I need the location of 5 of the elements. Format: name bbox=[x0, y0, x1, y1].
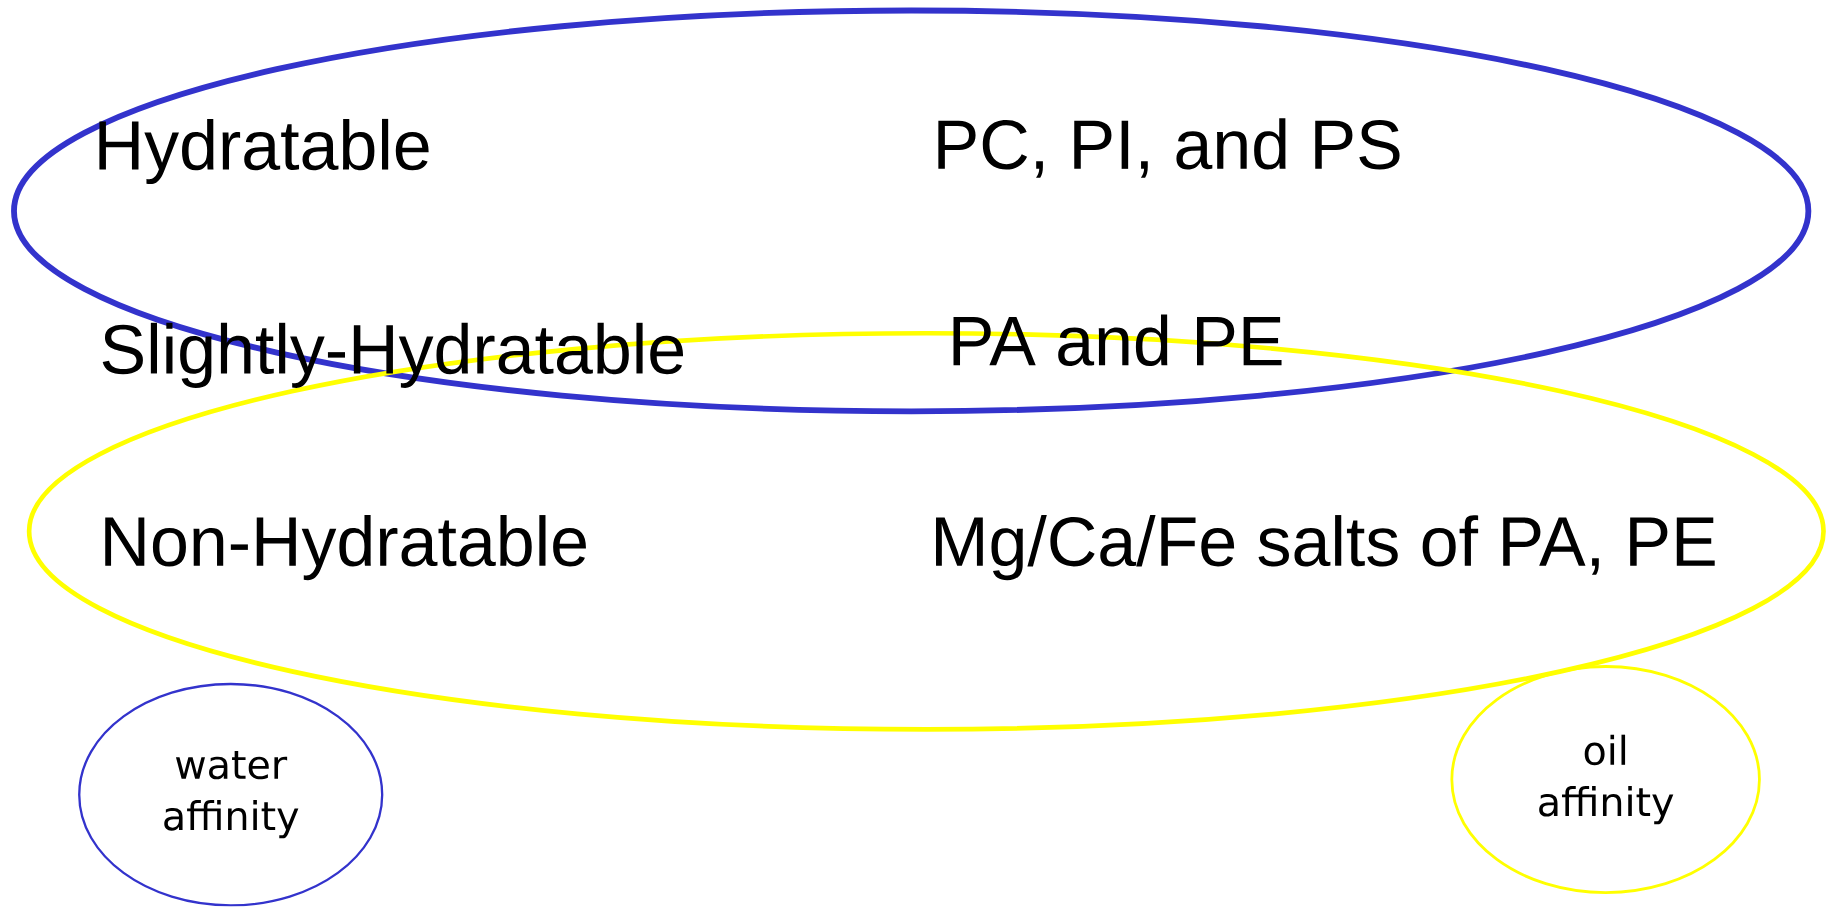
category-label: Mg/Ca/Fe salts of PA, PE bbox=[936, 515, 1715, 581]
category-label: Hydratable bbox=[99, 119, 429, 185]
ellipse bbox=[11, 7, 1812, 415]
category-label: PC, PI, and PS bbox=[938, 118, 1400, 178]
category-label: Non-Hydratable bbox=[105, 515, 586, 581]
